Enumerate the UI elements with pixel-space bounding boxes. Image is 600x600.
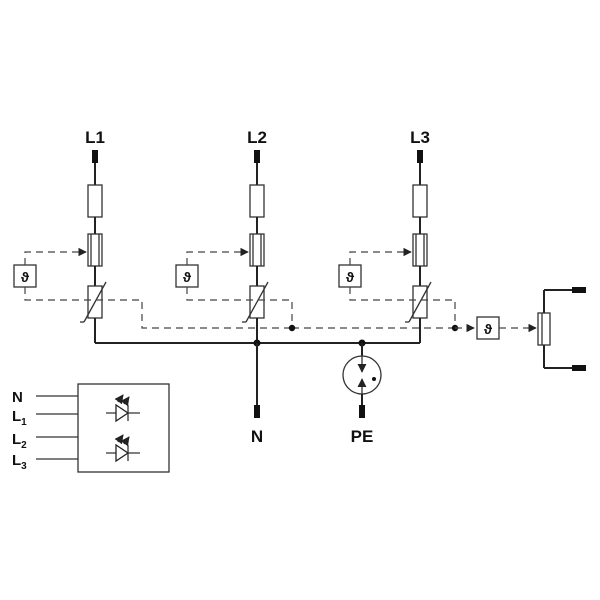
- remote-terminal-top: [572, 287, 586, 293]
- svg-text:ϑ: ϑ: [21, 269, 30, 285]
- fuse-l3: [412, 184, 428, 218]
- earth-label: PE: [351, 427, 374, 446]
- phase-label-l1: L1: [85, 128, 105, 147]
- led-icon: [106, 434, 140, 463]
- terminal-l1: [92, 150, 98, 163]
- phase-label-l3: L3: [410, 128, 430, 147]
- led-icon: [106, 394, 140, 423]
- thermal-disconnector-l1: [87, 233, 103, 267]
- phase-label-l2: L2: [247, 128, 267, 147]
- phase-branch-l2: L2 ϑ: [175, 128, 293, 343]
- svg-text:ϑ: ϑ: [183, 269, 192, 285]
- terminal-l3: [417, 150, 423, 163]
- thermal-disconnector-l3: [412, 233, 428, 267]
- indicator-input-l1: L1: [12, 408, 27, 428]
- indicator-input-l3: L3: [12, 452, 27, 472]
- svg-text:ϑ: ϑ: [484, 321, 493, 337]
- terminal-l2: [254, 150, 260, 163]
- indicator-module: N L1 L2 L3: [12, 383, 170, 473]
- fuse-l1: [87, 184, 103, 218]
- indicator-input-l2: L2: [12, 431, 27, 451]
- fuse-l2: [249, 184, 265, 218]
- terminal-pe: [359, 405, 365, 418]
- remote-terminal-bottom: [572, 365, 586, 371]
- thermal-disconnector-l2: [249, 233, 265, 267]
- svg-text:ϑ: ϑ: [346, 269, 355, 285]
- remote-contact: [537, 287, 586, 371]
- phase-branch-l3: L3 ϑ: [338, 128, 456, 343]
- neutral-label: N: [251, 427, 263, 446]
- spark-gap: [342, 343, 382, 405]
- terminal-n: [254, 405, 260, 418]
- phase-branch-l1: L1 ϑ: [13, 128, 290, 343]
- indicator-input-n: N: [12, 389, 23, 406]
